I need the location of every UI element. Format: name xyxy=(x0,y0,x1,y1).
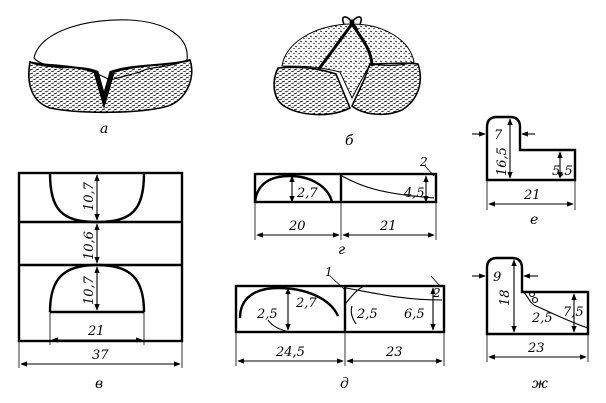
pattern-e xyxy=(472,115,577,210)
caption-e: е xyxy=(530,212,538,228)
caption-zh: ж xyxy=(532,376,548,392)
dim-e-w-top: 7 xyxy=(494,128,503,143)
pattern-v xyxy=(17,171,184,368)
hat-b-illustration xyxy=(273,16,422,116)
dim-d-h-left: 2,7 xyxy=(295,296,317,311)
dim-v-w-total: 37 xyxy=(92,348,109,363)
dim-d-w-right: 23 xyxy=(385,345,403,360)
dim-g-h-left: 2,7 xyxy=(296,186,318,201)
dim-d-h-right: 6,5 xyxy=(404,307,425,322)
dim-zh-w-top: 9 xyxy=(493,270,501,285)
pattern-zh xyxy=(472,256,590,362)
caption-b: б xyxy=(345,133,354,149)
dim-d-r-mid: 2,5 xyxy=(356,307,378,322)
callout-d-2: 2 xyxy=(432,286,441,300)
dim-e-w-total: 21 xyxy=(523,188,541,203)
pattern-g xyxy=(253,165,438,240)
dim-g-w-right: 21 xyxy=(379,219,397,234)
dim-g-h-right: 4,5 xyxy=(403,186,425,201)
dim-e-h: 16,5 xyxy=(495,147,510,176)
caption-g: г xyxy=(338,242,345,258)
dim-g-w-left: 20 xyxy=(288,219,306,234)
dim-v-h-bot: 10,7 xyxy=(82,275,97,305)
dim-zh-w-total: 23 xyxy=(527,341,545,356)
dim-d-r-left: 2,5 xyxy=(256,307,278,322)
dim-v-h-top: 10,7 xyxy=(82,181,97,211)
pattern-d xyxy=(234,275,446,366)
dim-zh-r: 2,5 xyxy=(531,311,553,326)
dim-e-h-tab: 5,5 xyxy=(552,164,573,179)
dim-zh-h-tab: 7,5 xyxy=(563,305,584,320)
dim-zh-h: 18 xyxy=(498,289,513,306)
caption-v: в xyxy=(95,376,103,392)
hat-a-illustration xyxy=(28,19,193,114)
callout-g-2: 2 xyxy=(419,155,428,169)
dim-v-h-mid: 10,6 xyxy=(82,231,97,260)
dim-d-w-left: 24,5 xyxy=(275,345,305,360)
dim-v-w-inner: 21 xyxy=(87,324,105,339)
callout-d-1: 1 xyxy=(325,265,333,279)
caption-d: д xyxy=(340,376,349,392)
caption-a: а xyxy=(100,121,108,137)
